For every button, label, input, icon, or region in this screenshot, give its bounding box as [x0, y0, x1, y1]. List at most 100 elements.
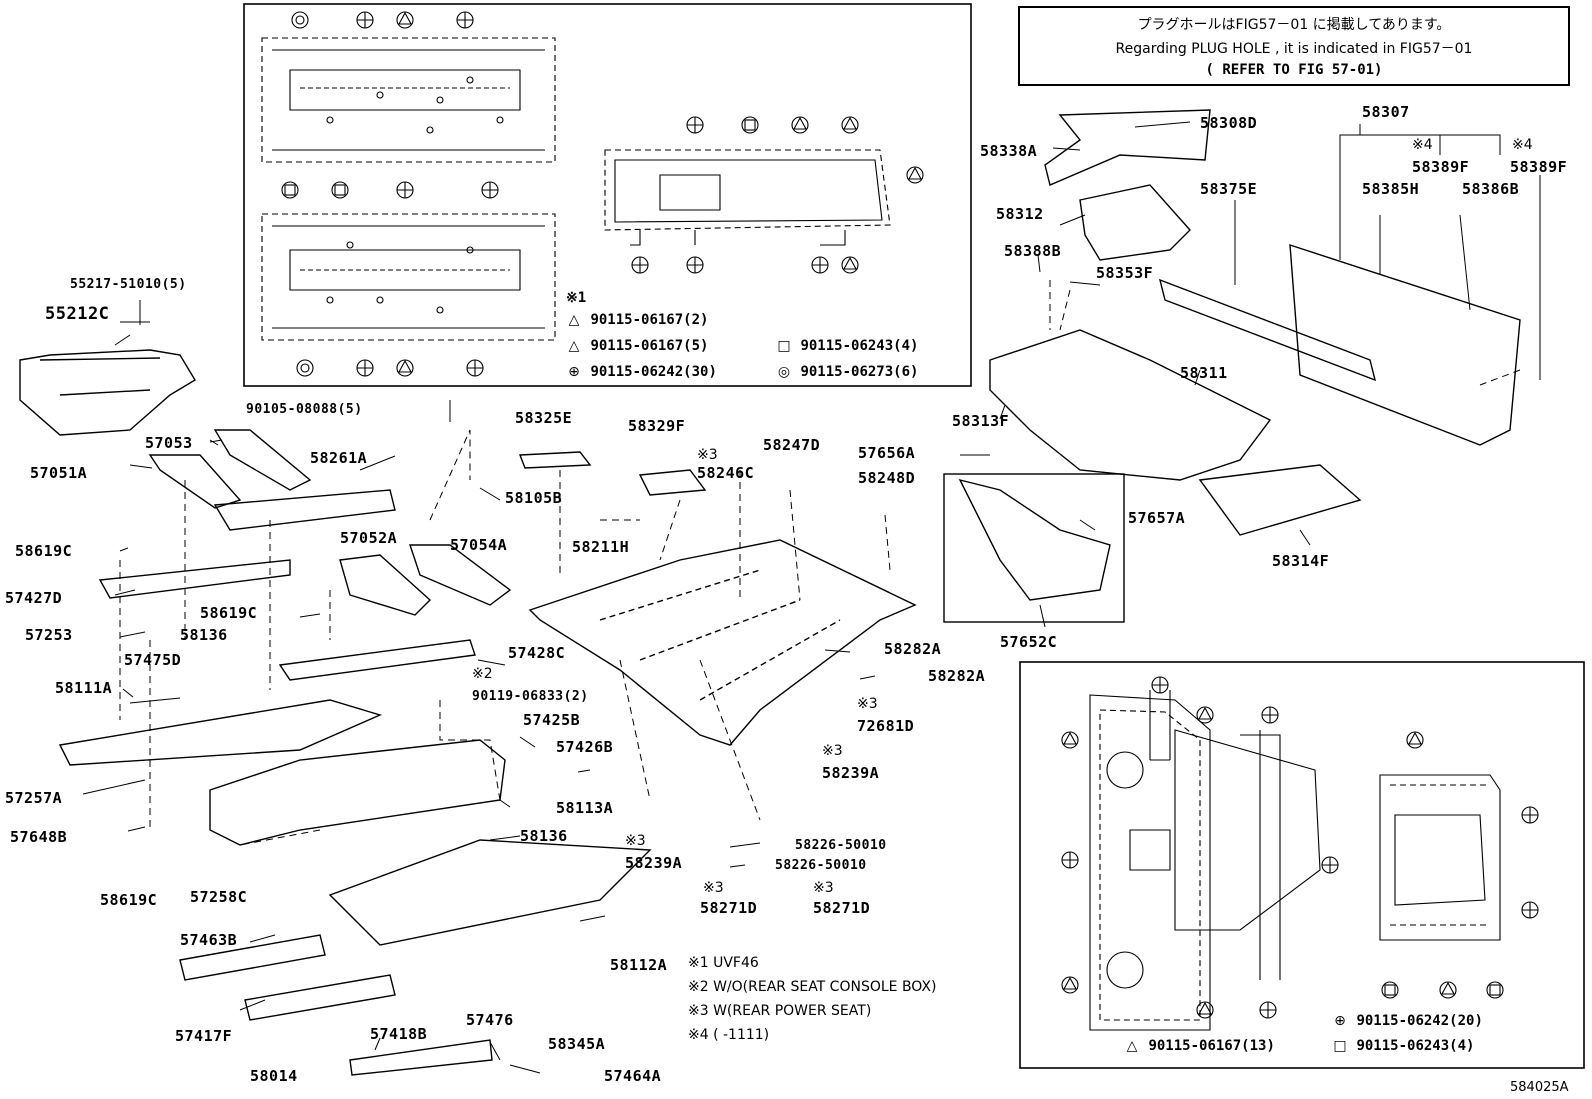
part-label[interactable]: 58226-50010: [775, 858, 867, 873]
footnote: ※3 W(REAR POWER SEAT): [688, 1003, 872, 1019]
note-mark: ※3: [703, 880, 724, 896]
part-label[interactable]: 58619C: [100, 891, 158, 909]
inset-top-legend-item: ⊕ 90115-06242(30): [566, 364, 717, 380]
part-label[interactable]: 57428C: [508, 644, 566, 662]
part-label[interactable]: 58385H: [1362, 180, 1420, 198]
part-label[interactable]: 55217-51010(5): [70, 277, 187, 292]
inset-panel-middle: [1174, 706, 1321, 1019]
part-label[interactable]: 58312: [996, 205, 1044, 223]
inset-bottom-legend-item: △ 90115-06167(13): [1124, 1038, 1275, 1054]
part-label[interactable]: 58113A: [556, 799, 614, 817]
part-label[interactable]: 57475D: [124, 651, 182, 669]
part-label[interactable]: 57652C: [1000, 633, 1058, 651]
assembly-guides: [119, 280, 1521, 846]
note-mark: ※4: [1412, 137, 1433, 153]
part-label[interactable]: 57257A: [5, 789, 63, 807]
reference-note-en: Regarding PLUG HOLE , it is indicated in…: [1115, 41, 1473, 57]
note-mark: ※3: [813, 880, 834, 896]
part-label[interactable]: 58282A: [928, 667, 986, 685]
part-label[interactable]: 58239A: [822, 764, 880, 782]
part-label[interactable]: 90105-08088(5): [246, 402, 363, 417]
part-label[interactable]: 58338A: [980, 142, 1038, 160]
part-label[interactable]: 58271D: [813, 899, 871, 917]
part-label[interactable]: 57054A: [450, 536, 508, 554]
crosshair-icon: ⊕: [568, 364, 580, 380]
note-mark: ※4: [1512, 137, 1533, 153]
part-label[interactable]: 58261A: [310, 449, 368, 467]
inset-panel-left: [1061, 676, 1214, 1031]
reference-note-ref[interactable]: ( REFER TO FIG 57-01): [1205, 62, 1383, 78]
note-mark: ※2: [472, 666, 493, 682]
bottom-inset-frame: [1019, 661, 1585, 1069]
part-label[interactable]: 58282A: [884, 640, 942, 658]
square-icon: □: [777, 338, 791, 354]
part-label[interactable]: 58353F: [1096, 264, 1154, 282]
part-label[interactable]: 58386B: [1462, 180, 1520, 198]
inset-bottom-legend-item: □ 90115-06243(4): [1333, 1038, 1475, 1054]
part-label[interactable]: 58136: [180, 626, 228, 644]
part-label[interactable]: 58105B: [505, 489, 563, 507]
part-label[interactable]: 57648B: [10, 828, 68, 846]
part-label[interactable]: 57427D: [5, 589, 63, 607]
part-label[interactable]: 58014: [250, 1067, 298, 1085]
part-label[interactable]: 57418B: [370, 1025, 428, 1043]
inset-top-legend-item: △ 90115-06167(2): [566, 312, 709, 328]
part-label[interactable]: 58619C: [15, 542, 73, 560]
note-mark: ※3: [822, 743, 843, 759]
part-label[interactable]: 58247D: [763, 436, 821, 454]
part-label[interactable]: 58619C: [200, 604, 258, 622]
part-label[interactable]: 57656A: [858, 444, 916, 462]
note-mark: ※3: [697, 447, 718, 463]
leader-lines: [82, 121, 1541, 1074]
part-label[interactable]: 58329F: [628, 417, 686, 435]
part-label[interactable]: 58308D: [1200, 114, 1258, 132]
part-label[interactable]: 58239A: [625, 854, 683, 872]
part-label[interactable]: 58136: [520, 827, 568, 845]
part-label[interactable]: 58246C: [697, 464, 755, 482]
part-label[interactable]: 57051A: [30, 464, 88, 482]
reference-note-box: プラグホールはFIG57－01 に掲載してあります。 Regarding PLU…: [1018, 6, 1570, 86]
part-label[interactable]: 57052A: [340, 529, 398, 547]
inset-floor-lower: [261, 213, 556, 377]
part-label[interactable]: 58314F: [1272, 552, 1330, 570]
part-label[interactable]: 58325E: [515, 409, 573, 427]
triangle-icon: △: [1126, 1038, 1138, 1054]
part-label[interactable]: 57253: [25, 626, 73, 644]
footnote: ※1 UVF46: [688, 955, 759, 971]
part-label[interactable]: 58211H: [572, 538, 630, 556]
part-label[interactable]: 58307: [1362, 103, 1410, 121]
part-label[interactable]: 57657A: [1128, 509, 1186, 527]
inset-top-legend-item: □ 90115-06243(4): [777, 338, 919, 354]
square-icon: □: [1333, 1038, 1347, 1054]
part-label[interactable]: 58388B: [1004, 242, 1062, 260]
part-label[interactable]: 57426B: [556, 738, 614, 756]
main-parts: [19, 109, 1521, 1076]
part-label[interactable]: 57463B: [180, 931, 238, 949]
part-label[interactable]: 57476: [466, 1011, 514, 1029]
rear-panel-group-frame: [943, 473, 1125, 623]
part-label[interactable]: 58112A: [610, 956, 668, 974]
part-label[interactable]: 58375E: [1200, 180, 1258, 198]
part-label[interactable]: 58345A: [548, 1035, 606, 1053]
inset-top-legend-mark: ※1: [566, 290, 587, 306]
double-circle-icon: ◎: [777, 364, 791, 380]
part-label[interactable]: 72681D: [857, 717, 915, 735]
part-label[interactable]: 58313F: [952, 412, 1010, 430]
part-label[interactable]: 57464A: [604, 1067, 662, 1085]
part-label[interactable]: 55212C: [45, 304, 110, 324]
inset-floor-right: [604, 116, 924, 274]
part-label[interactable]: 58271D: [700, 899, 758, 917]
part-label[interactable]: 58389F: [1510, 158, 1568, 176]
part-label[interactable]: 90119-06833(2): [472, 689, 589, 704]
part-label[interactable]: 58248D: [858, 469, 916, 487]
part-label[interactable]: 57425B: [523, 711, 581, 729]
part-label[interactable]: 57053: [145, 434, 193, 452]
part-label[interactable]: 58389F: [1412, 158, 1470, 176]
part-label[interactable]: 57417F: [175, 1027, 233, 1045]
part-label[interactable]: 58226-50010: [795, 838, 887, 853]
part-label[interactable]: 57258C: [190, 888, 248, 906]
part-label[interactable]: 58311: [1180, 364, 1228, 382]
part-label[interactable]: 58111A: [55, 679, 113, 697]
footnote: ※2 W/O(REAR SEAT CONSOLE BOX): [688, 979, 937, 995]
